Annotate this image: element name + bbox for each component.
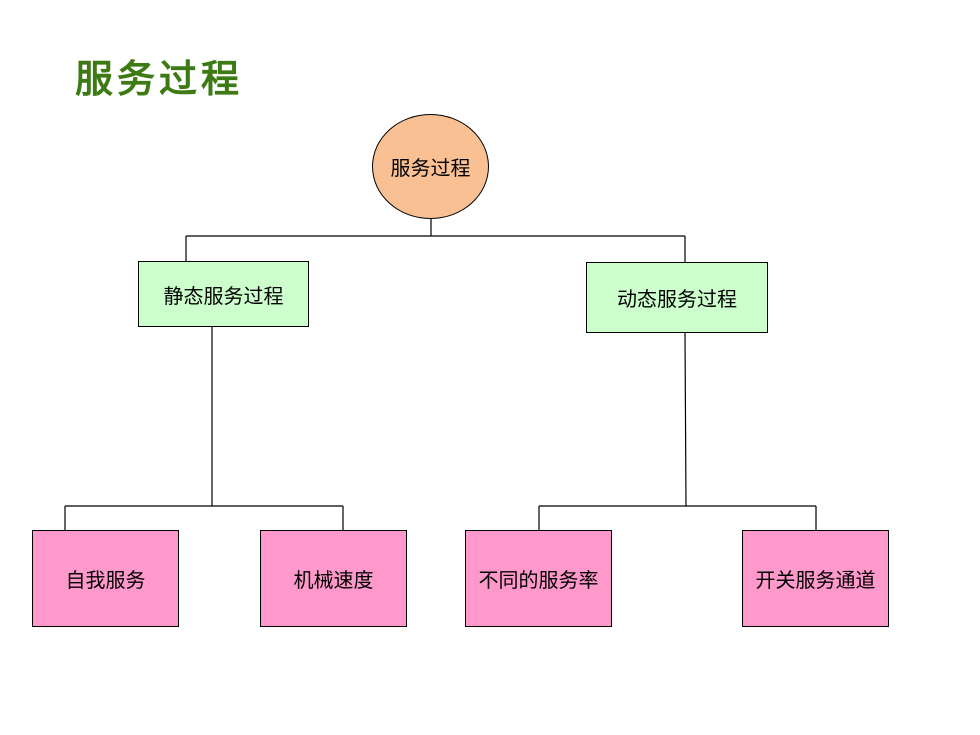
- leaf-node-label: 开关服务通道: [755, 568, 876, 592]
- leaf-node-label: 机械速度: [293, 568, 374, 592]
- root-node: 服务过程: [372, 114, 489, 219]
- leaf-node-switch-channels: 开关服务通道: [742, 530, 889, 627]
- leaf-node-label: 自我服务: [65, 568, 146, 592]
- branch-node-static: 静态服务过程: [138, 261, 309, 327]
- connector-right-stem: [684, 332, 687, 507]
- leaf-node-self-service: 自我服务: [32, 530, 179, 627]
- branch-node-static-label: 静态服务过程: [163, 283, 284, 308]
- leaf-node-varying-rate: 不同的服务率: [465, 530, 612, 627]
- root-node-label: 服务过程: [390, 156, 471, 180]
- slide-title: 服务过程: [75, 57, 244, 101]
- branch-node-dynamic-label: 动态服务过程: [617, 287, 737, 311]
- branch-node-dynamic: 动态服务过程: [586, 262, 768, 333]
- leaf-node-label: 不同的服务率: [478, 568, 599, 592]
- leaf-node-machine-speed: 机械速度: [260, 530, 407, 627]
